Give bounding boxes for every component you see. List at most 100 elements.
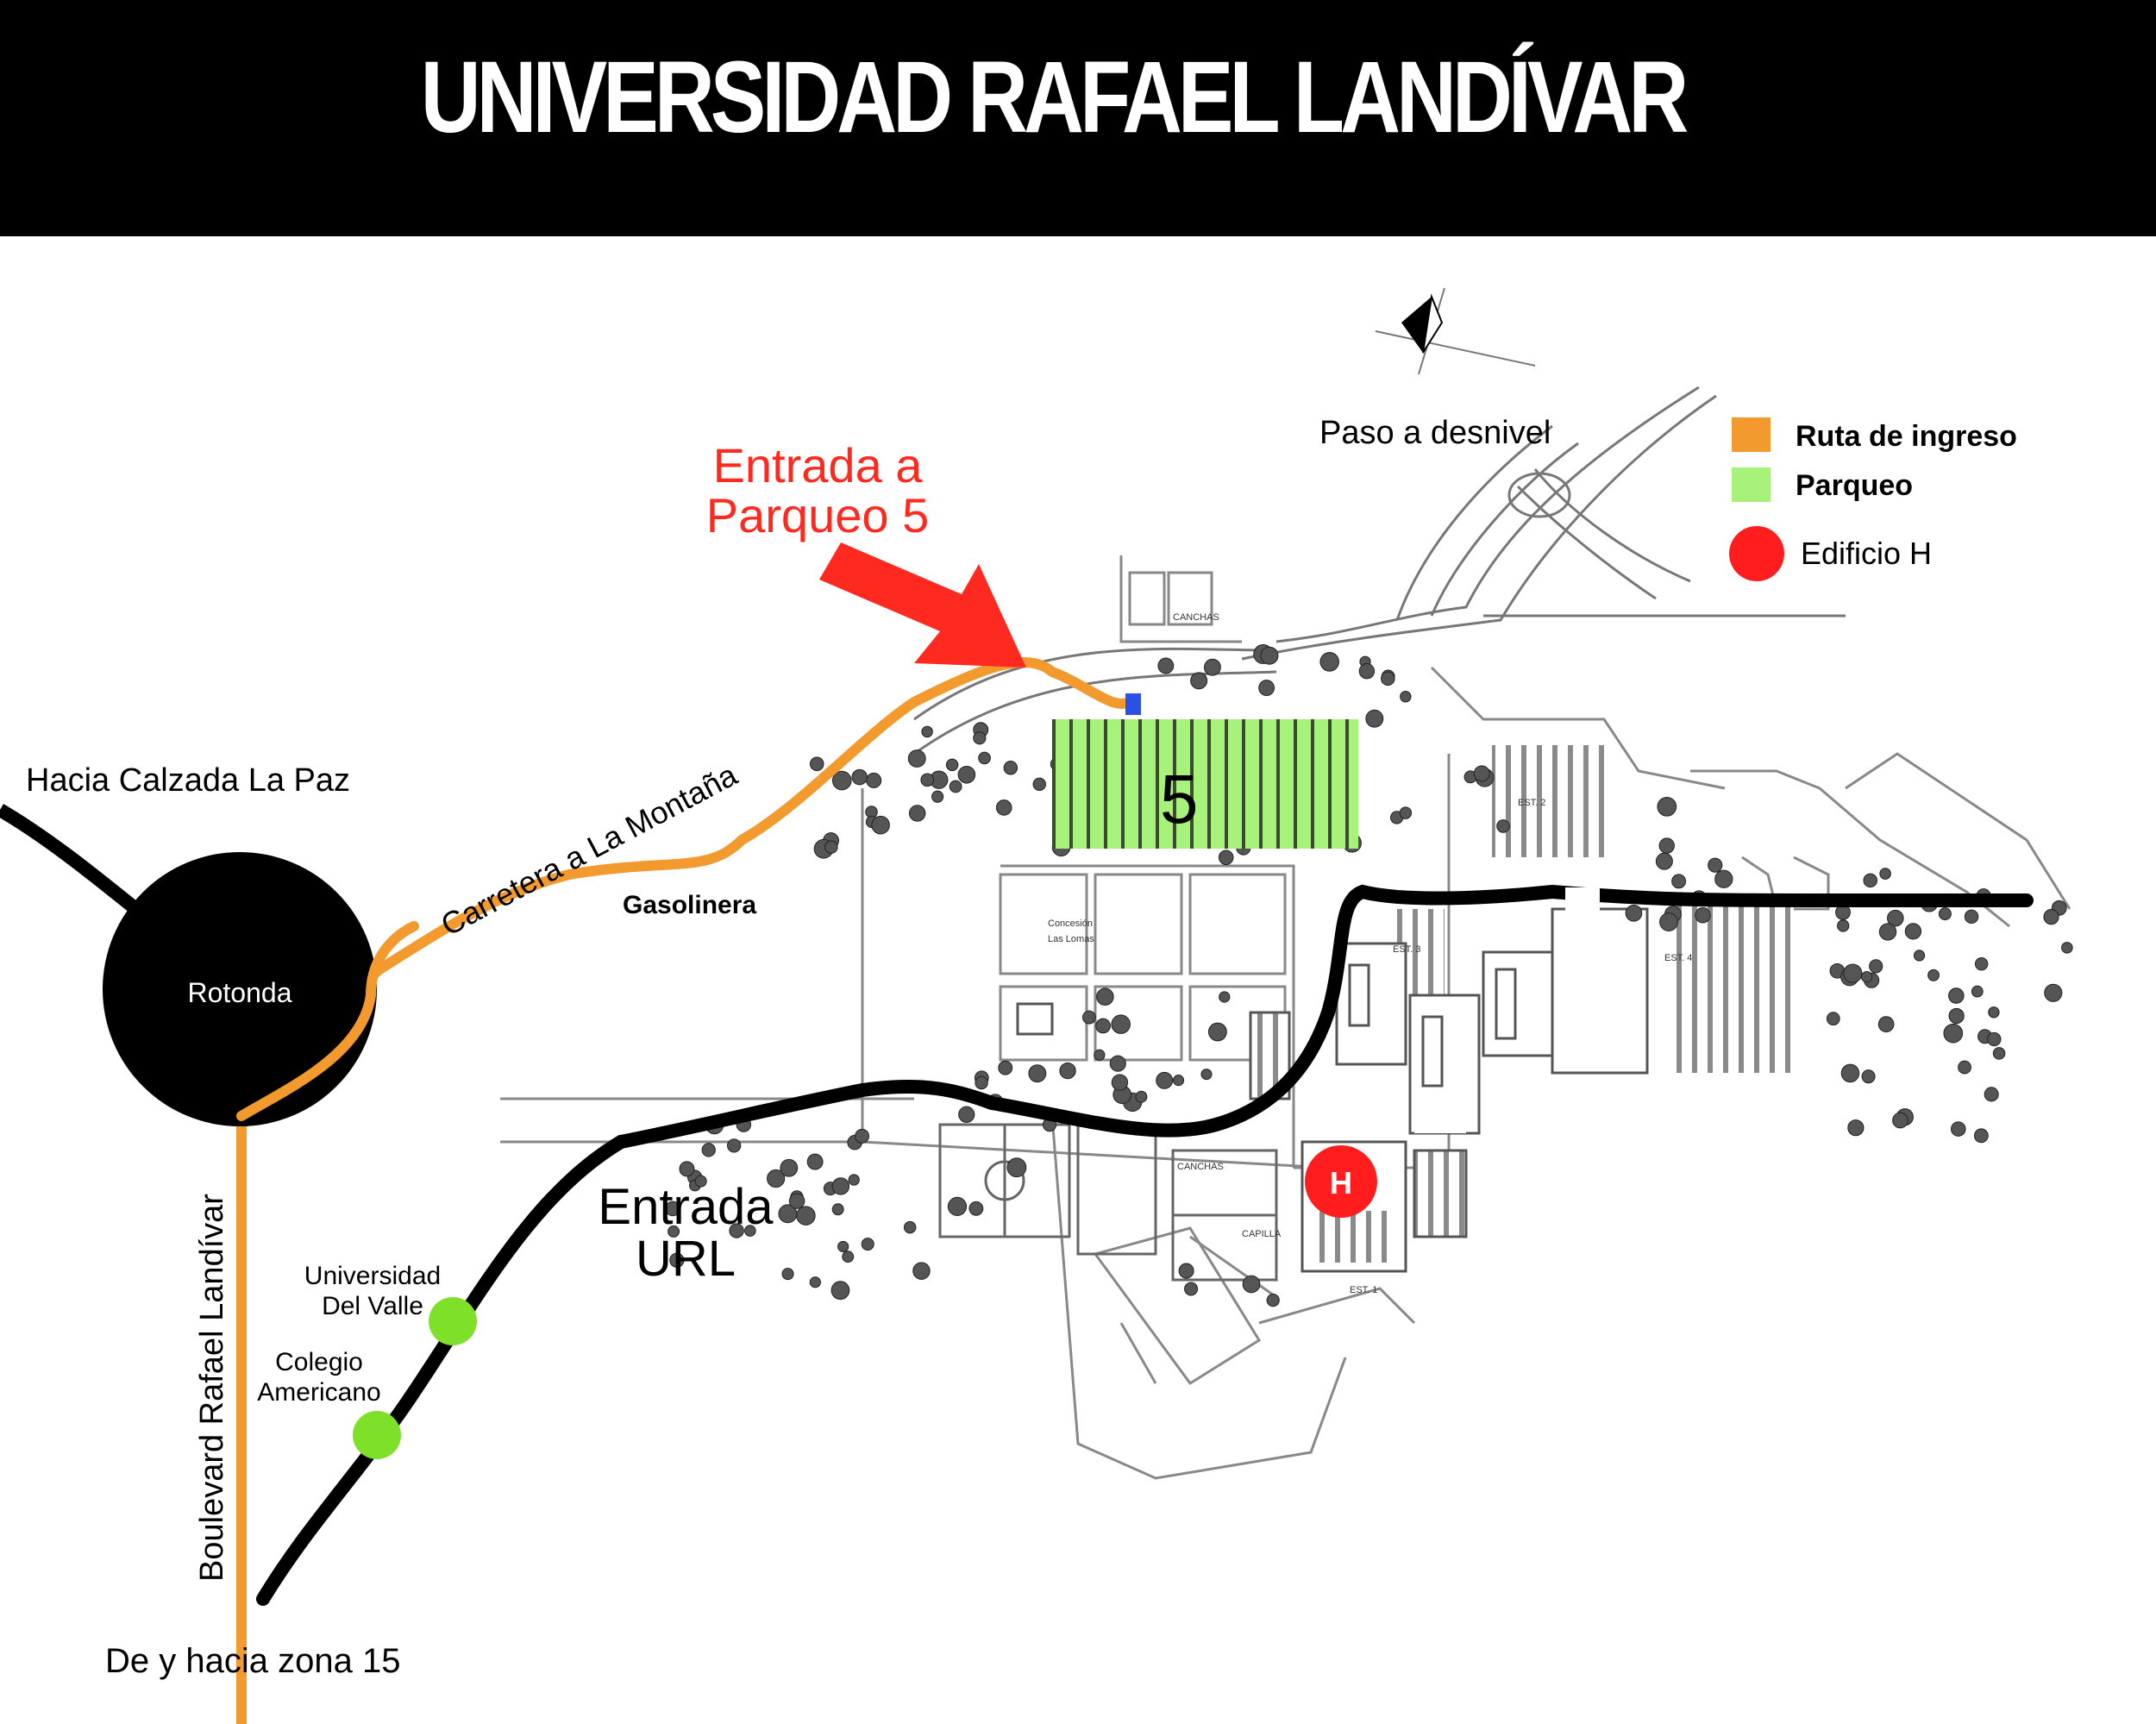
colegio-label-1: Colegio [275, 1348, 363, 1376]
label-canchas-south: CANCHAS [1177, 1162, 1224, 1172]
tree-icon [1837, 919, 1850, 932]
tree-icon [1657, 796, 1677, 817]
tree-icon [1658, 837, 1675, 854]
tree-icon [2061, 942, 2073, 954]
main-road [256, 884, 2034, 1606]
tree-icon [729, 1223, 744, 1238]
tree-icon [1927, 969, 1940, 981]
road-break [1565, 887, 1600, 913]
tree-icon [1671, 874, 1687, 889]
tree-icon [1204, 658, 1221, 676]
tree-icon [1892, 1112, 1908, 1129]
tree-icon [694, 1175, 707, 1188]
tree-icon [701, 1143, 716, 1157]
tree-icon [866, 772, 882, 788]
tree-icon [1863, 873, 1878, 888]
callout-arrow-icon [819, 542, 1026, 668]
url-label: URL [636, 1231, 736, 1287]
label-est-2: EST. 2 [1518, 798, 1545, 808]
landmark-colegio-americano [353, 1411, 401, 1459]
tree-icon [1006, 1157, 1027, 1178]
tree-icon [1869, 959, 1883, 974]
tree-icon [1111, 1074, 1129, 1091]
tree-icon [1200, 1069, 1213, 1081]
tree-icon [949, 780, 962, 793]
calzada-label: Hacia Calzada La Paz [26, 762, 350, 799]
label-concesion-2: Las Lomas [1048, 934, 1094, 944]
tree-icon [1625, 905, 1643, 922]
road-gap-building [1414, 1099, 1466, 1133]
building-h-label: H [1330, 1165, 1352, 1201]
tree-icon [1973, 1128, 1989, 1144]
tree-icon [679, 1161, 695, 1177]
tree-icon [1242, 1275, 1261, 1294]
label-est-4: EST. 4 [1664, 953, 1692, 963]
callout-label: Entrada a Parqueo 5 [706, 438, 929, 542]
tree-icon [744, 1225, 756, 1237]
tree-icon [957, 765, 976, 784]
north-arrow-icon [1375, 287, 1536, 375]
tree-icon [778, 1204, 798, 1224]
legend-swatch-edificio [1729, 526, 1784, 581]
colegio-label-2: Americano [257, 1378, 380, 1407]
tree-icon [1003, 761, 1018, 775]
tree-icon [1473, 765, 1490, 782]
uvg-label-2: Del Valle [322, 1292, 423, 1320]
tree-icon [958, 1106, 975, 1123]
tree-icon [1826, 1012, 1840, 1026]
tree-icon [931, 790, 944, 803]
tree-icon [1365, 709, 1384, 728]
tree-icon [1988, 1006, 2000, 1019]
tree-icon [907, 749, 926, 768]
tree-icon [767, 1169, 786, 1188]
tree-icon [1096, 987, 1114, 1006]
tree-icon [908, 805, 926, 822]
tree-icon [1948, 1007, 1965, 1025]
tree-icon [1958, 1060, 1971, 1075]
tree-icon [1172, 1075, 1185, 1087]
tree-icon [1951, 1121, 1966, 1137]
legend-label-parqueo: Parqueo [1796, 469, 1913, 502]
tree-icon [1659, 912, 1678, 931]
tree-icon [861, 1238, 874, 1251]
zona15-label: De y hacia zona 15 [105, 1642, 400, 1680]
tree-icon [921, 725, 933, 738]
overpass-outline [913, 386, 1846, 755]
tree-icon [855, 1128, 870, 1144]
tree-icon [1109, 1055, 1126, 1072]
tree-icon [1695, 906, 1711, 924]
title-banner: UNIVERSIDAD RAFAEL LANDÍVAR [0, 0, 2156, 236]
tree-icon [1655, 852, 1673, 870]
tree-icon [1708, 857, 1723, 873]
tree-icon [1184, 1282, 1199, 1296]
tree-icon [1381, 671, 1395, 686]
tree-icon [2043, 909, 2059, 925]
tree-icon [1496, 819, 1510, 833]
tree-icon [1840, 1063, 1860, 1083]
campus-buildings [1016, 907, 1649, 1273]
tree-icon [1878, 923, 1897, 941]
tree-icon [1135, 1090, 1148, 1103]
tree-icon [1266, 1293, 1280, 1307]
tree-icon [780, 1158, 799, 1177]
callout-line-2: Parqueo 5 [706, 488, 929, 542]
boulevard-label: Boulevard Rafael Landívar [194, 1194, 230, 1582]
tree-icon [920, 773, 935, 787]
tree-icon [781, 1268, 794, 1281]
tree-icon [1987, 1031, 2002, 1047]
tree-icon [1059, 1062, 1076, 1080]
tree-icon [975, 1075, 988, 1090]
legend-swatch-ruta [1732, 417, 1771, 452]
overpass-label: Paso a desnivel [1319, 415, 1551, 451]
tree-icon [1319, 652, 1339, 672]
tree-icon [809, 756, 824, 772]
tree-icon [669, 1252, 685, 1268]
tree-icon [1178, 1263, 1194, 1279]
tree-icon [1028, 1064, 1047, 1083]
tree-icon [1843, 963, 1863, 983]
legend-item-ruta: Ruta de ingreso [1732, 417, 2017, 453]
rotonda: Rotonda [103, 852, 377, 1126]
parking-5 [1052, 719, 1358, 849]
tree-icon [842, 1251, 855, 1263]
tree-icon [1971, 985, 1984, 998]
